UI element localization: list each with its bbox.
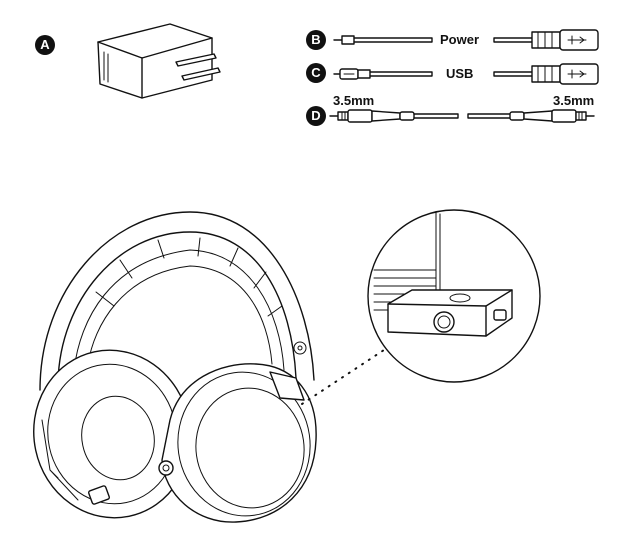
item-b-badge: B [306,30,326,50]
item-d-badge: D [306,106,326,126]
item-a-badge: A [35,35,55,55]
audio-right-label: 3.5mm [553,93,595,108]
item-c-badge: C [306,63,326,83]
audio-left-label: 3.5mm [333,93,375,108]
usb-label: USB [446,66,474,81]
power-label: Power [440,32,480,47]
